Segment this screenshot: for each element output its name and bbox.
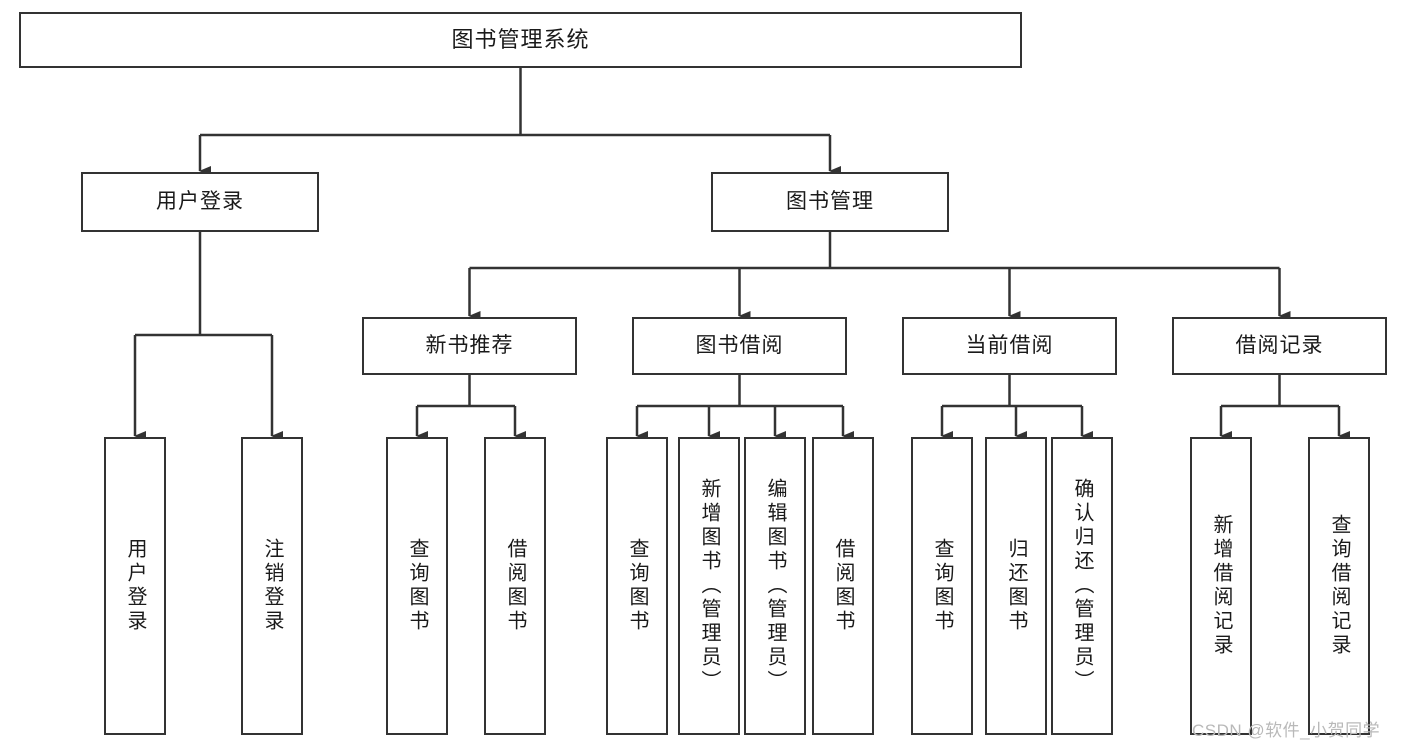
node-book-borrow[interactable]: 图书借阅 bbox=[632, 317, 847, 375]
node-leaf-add-book[interactable]: 新增图书（管理员） bbox=[678, 437, 740, 735]
node-leaf-edit-book[interactable]: 编辑图书（管理员） bbox=[744, 437, 806, 735]
node-borrow-record[interactable]: 借阅记录 bbox=[1172, 317, 1387, 375]
node-current-borrow[interactable]: 当前借阅 bbox=[902, 317, 1117, 375]
node-leaf-query-book-3[interactable]: 查询图书 bbox=[911, 437, 973, 735]
node-leaf-borrow-book-2[interactable]: 借阅图书 bbox=[812, 437, 874, 735]
node-leaf-query-record[interactable]: 查询借阅记录 bbox=[1308, 437, 1370, 735]
node-leaf-return-book[interactable]: 归还图书 bbox=[985, 437, 1047, 735]
node-root[interactable]: 图书管理系统 bbox=[19, 12, 1022, 68]
node-user-login[interactable]: 用户登录 bbox=[81, 172, 319, 232]
node-new-book-recommend[interactable]: 新书推荐 bbox=[362, 317, 577, 375]
node-leaf-confirm-return[interactable]: 确认归还（管理员） bbox=[1051, 437, 1113, 735]
node-leaf-borrow-book-1[interactable]: 借阅图书 bbox=[484, 437, 546, 735]
node-book-manage[interactable]: 图书管理 bbox=[711, 172, 949, 232]
node-leaf-query-book-2[interactable]: 查询图书 bbox=[606, 437, 668, 735]
node-leaf-user-login[interactable]: 用户登录 bbox=[104, 437, 166, 735]
node-leaf-query-book-1[interactable]: 查询图书 bbox=[386, 437, 448, 735]
node-leaf-user-logout[interactable]: 注销登录 bbox=[241, 437, 303, 735]
csdn-watermark: CSDN @软件_小贺同学 bbox=[1192, 721, 1381, 740]
node-leaf-add-record[interactable]: 新增借阅记录 bbox=[1190, 437, 1252, 735]
